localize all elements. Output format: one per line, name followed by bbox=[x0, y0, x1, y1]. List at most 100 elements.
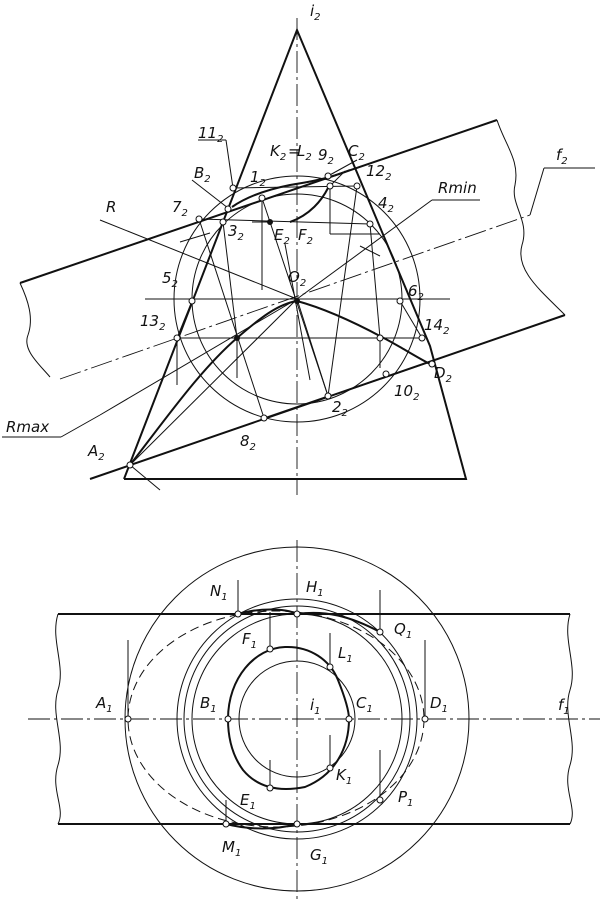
point-d2 bbox=[428, 360, 436, 368]
label-b-leader bbox=[191, 179, 229, 209]
point-2 bbox=[324, 392, 332, 400]
label-6: 62 bbox=[408, 282, 424, 303]
rmin-arrow-line bbox=[359, 245, 381, 257]
label-o2: O2 bbox=[288, 268, 306, 289]
label11-leader bbox=[225, 139, 234, 189]
label-g1: G1 bbox=[310, 846, 328, 867]
label-7: 72 bbox=[172, 198, 188, 219]
sphere-r bbox=[173, 175, 421, 423]
label-3: 32 bbox=[228, 222, 244, 243]
point-k2 bbox=[324, 172, 332, 180]
label-p1: P1 bbox=[398, 788, 413, 809]
circle-inner bbox=[238, 660, 356, 778]
point-e1 bbox=[266, 784, 274, 792]
label-a1: A1 bbox=[95, 694, 113, 715]
label-f2-point: F2 bbox=[298, 226, 313, 247]
front-points bbox=[126, 172, 436, 469]
curve-upper bbox=[231, 169, 351, 208]
label-d2: D2 bbox=[434, 364, 452, 385]
label-b2: B2 bbox=[194, 164, 211, 185]
label-rmin: Rmin bbox=[438, 179, 477, 197]
line-5-13 bbox=[176, 300, 193, 339]
line-8-2 bbox=[263, 395, 329, 419]
point-13 bbox=[173, 334, 181, 342]
label-4: 42 bbox=[378, 194, 394, 215]
point-o2 bbox=[294, 298, 300, 304]
r-arrow-line bbox=[179, 232, 211, 243]
point-d1 bbox=[421, 715, 429, 723]
label-l2: L2 bbox=[297, 142, 312, 163]
label-f1: f1 bbox=[558, 696, 570, 717]
cylinder-break-left-top bbox=[55, 613, 61, 825]
point-8 bbox=[260, 414, 268, 422]
curve-e-f bbox=[289, 187, 329, 223]
label-10: 102 bbox=[394, 382, 419, 403]
point-c1 bbox=[345, 715, 353, 723]
point-b2 bbox=[224, 205, 232, 213]
line-11-12 bbox=[232, 185, 358, 189]
point-p1 bbox=[376, 796, 384, 804]
label-l1: L1 bbox=[338, 644, 353, 665]
point-10 bbox=[382, 370, 390, 378]
label-12: 122 bbox=[366, 162, 391, 183]
cylinder-break-right bbox=[496, 119, 566, 316]
label-eq: = bbox=[288, 142, 301, 160]
point-a2 bbox=[126, 461, 134, 469]
curve-lower-top bbox=[225, 823, 298, 830]
label-14: 142 bbox=[424, 316, 449, 337]
cylinder-break-left bbox=[19, 282, 51, 378]
point-3 bbox=[219, 218, 227, 226]
line-7-4 bbox=[198, 218, 371, 225]
point-11 bbox=[229, 184, 237, 192]
point-n1 bbox=[234, 610, 242, 618]
label-1: 12 bbox=[250, 168, 266, 189]
line-a-d bbox=[129, 361, 431, 466]
point-e2 bbox=[267, 219, 273, 225]
top-view: i1 f1 A1 B1 C1 D1 E1 F1 G1 H1 K1 L1 M1 N… bbox=[28, 540, 600, 900]
label-13: 132 bbox=[140, 312, 165, 333]
label-2: 22 bbox=[332, 398, 348, 419]
f2-leader-line bbox=[284, 243, 311, 381]
point-4-low bbox=[376, 334, 384, 342]
point-14 bbox=[418, 334, 426, 342]
line-7-8 bbox=[198, 218, 265, 419]
point-a1 bbox=[124, 715, 132, 723]
point-q1 bbox=[376, 628, 384, 636]
cone-outline bbox=[123, 27, 468, 480]
label-a2: A2 bbox=[87, 442, 105, 463]
label-r: R bbox=[106, 198, 116, 216]
curve-a-o-d bbox=[129, 299, 431, 466]
point-9 bbox=[326, 182, 334, 190]
line-4-cross bbox=[369, 223, 381, 339]
label-i1: i1 bbox=[310, 696, 321, 717]
line-6-14 bbox=[399, 300, 423, 339]
rmin-line bbox=[296, 199, 433, 300]
point-5 bbox=[188, 297, 196, 305]
point-4 bbox=[366, 220, 374, 228]
line-3-cross bbox=[222, 221, 238, 339]
point-l1 bbox=[326, 663, 334, 671]
label-8: 82 bbox=[240, 432, 256, 453]
c2-arc-guide bbox=[327, 159, 358, 177]
label-m1: M1 bbox=[222, 838, 241, 859]
intersection-curve-front bbox=[129, 169, 431, 466]
point-g1 bbox=[293, 820, 301, 828]
construction-lines bbox=[2, 139, 480, 491]
label-c1: C1 bbox=[356, 694, 373, 715]
rmax-tail bbox=[129, 464, 161, 491]
circle-r2 bbox=[183, 605, 411, 833]
label-5: 52 bbox=[162, 269, 178, 290]
cylinder-break-right-top bbox=[567, 613, 573, 825]
front-labels: i2 f2 R Rmin Rmax O2 A2 B2 C2 D2 E2 F2 K… bbox=[6, 2, 568, 463]
label-k1: K1 bbox=[336, 766, 352, 787]
f2-leader bbox=[529, 167, 545, 216]
label-n1: N1 bbox=[210, 582, 228, 603]
line-o-a bbox=[129, 298, 298, 466]
label-b1: B1 bbox=[200, 694, 217, 715]
label-q1: Q1 bbox=[394, 620, 412, 641]
front-view: i2 f2 R Rmin Rmax O2 A2 B2 C2 D2 E2 F2 K… bbox=[2, 2, 595, 495]
label-i2: i2 bbox=[310, 2, 321, 23]
label-9: 92 bbox=[318, 146, 334, 167]
label-c2: C2 bbox=[348, 142, 365, 163]
